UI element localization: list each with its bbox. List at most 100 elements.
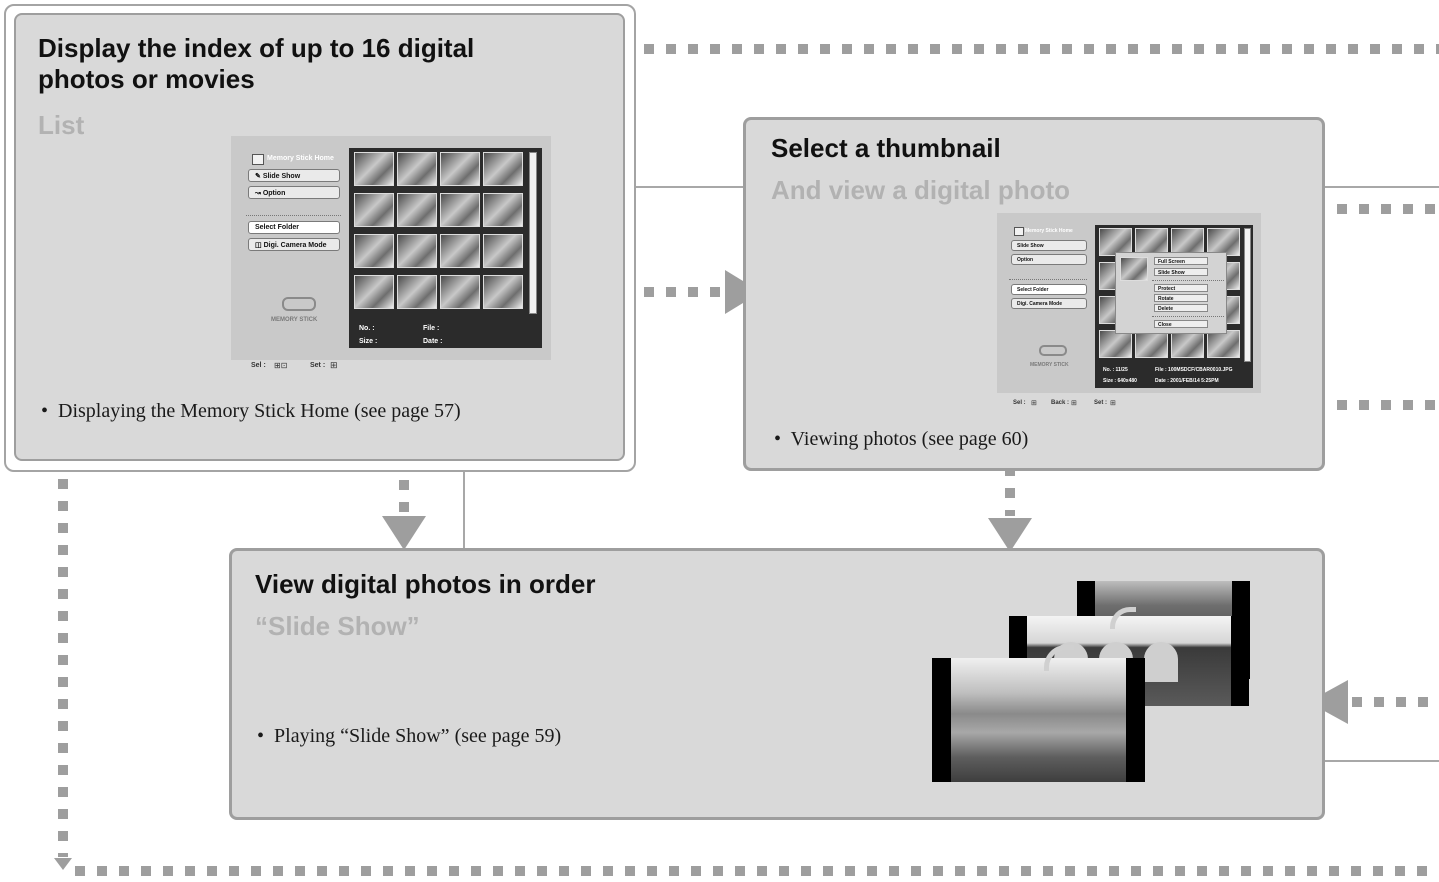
scrollbar[interactable] [529,152,537,314]
thumbnail-grid: No. : File : Size : Date : [349,148,542,348]
thumbnail[interactable] [1099,330,1132,358]
nav-hint-sel: Sel : [251,362,266,369]
memory-stick-home-label: Memory Stick Home [267,155,334,162]
arrow-corner-icon [54,858,72,870]
dashed-connector-bottom [75,866,1439,876]
thumbnail[interactable] [483,275,523,309]
slide-photo [951,658,1126,782]
thumbnail[interactable] [483,193,523,227]
info-file: File : 100MSDCF/CBAR0010.JPG [1155,367,1233,373]
arrow-down-icon [382,516,426,550]
thumbnail[interactable] [440,152,480,186]
thumbnail[interactable] [397,234,437,268]
thumbnail[interactable] [397,152,437,186]
memory-stick-logo-icon [282,297,316,311]
thumbnail[interactable] [483,234,523,268]
full-screen-menu-item[interactable]: Full Screen [1154,257,1208,265]
info-no: No. : [359,325,375,332]
thumbnail[interactable] [1171,330,1204,358]
delete-label: Delete [1158,306,1174,312]
option-label: Option [1017,257,1034,263]
thumbnail[interactable] [440,193,480,227]
curved-arrow-icon [1044,645,1074,671]
camera-mode-button[interactable]: Digi. Camera Mode [1011,298,1087,309]
thumbnail[interactable] [397,193,437,227]
thumbnail[interactable] [1135,330,1168,358]
slide-show-button[interactable]: ✎ Slide Show [248,169,340,182]
info-date: Date : 2001/FEB/14 5:25PM [1155,378,1219,384]
scrollbar[interactable] [1244,228,1251,362]
thumbnail[interactable] [1135,228,1168,256]
nav-hint-set: Set : [310,362,326,369]
camera-mode-label: Digi. Camera Mode [263,242,327,249]
thumbnail[interactable] [354,234,394,268]
dpad-icon: ⊞ [1071,400,1077,407]
rotate-label: Rotate [1158,296,1174,302]
select-folder-button[interactable]: Select Folder [1011,284,1087,295]
camera-icon: ◫ [255,242,264,249]
slideshow-panel-bullet: • Playing “Slide Show” (see page 59) [257,725,562,747]
info-file: File : [423,325,440,332]
thumbnail[interactable] [1099,228,1132,256]
thumbnail[interactable] [354,193,394,227]
rotate-menu-item[interactable]: Rotate [1154,294,1208,302]
curved-arrow-icon [1110,607,1136,629]
thumbnail[interactable] [354,152,394,186]
thumbnail[interactable] [354,275,394,309]
thumbnail[interactable] [1207,330,1240,358]
solid-connector-right-upper [1322,186,1439,188]
thumbnail[interactable] [397,275,437,309]
close-label: Close [1158,322,1172,328]
thumbnail[interactable] [440,275,480,309]
nav-hint-back: Back : [1051,400,1070,406]
dpad-icon: ⊞ [330,360,338,370]
thumbnail-panel-title: Select a thumbnail [771,133,1001,163]
dashed-arrow-list-to-slideshow [399,458,409,514]
memory-stick-logo-text: MEMORY STICK [271,317,318,323]
select-folder-label: Select Folder [1017,287,1049,293]
slideshow-panel: View digital photos in order “Slide Show… [229,548,1325,820]
solid-connector-list-slideshow [463,458,465,552]
select-folder-label: Select Folder [255,224,299,231]
dashed-connector-top [622,44,1439,54]
option-button[interactable]: Option [1011,254,1087,265]
dpad-icon: ⊞ [1031,400,1037,407]
option-label: Option [262,190,286,197]
dashed-arrow-thumbnail-to-slideshow [1005,466,1015,516]
info-size: Size : 640x480 [1103,378,1137,384]
list-panel-bullet-text: Displaying the Memory Stick Home (see pa… [58,400,461,422]
option-button[interactable]: ↝ Option [248,186,340,199]
full-screen-label: Full Screen [1158,259,1185,265]
menu-divider [1152,316,1224,317]
popup-slide-show-label: Slide Show [1158,270,1185,276]
info-size: Size : [359,338,378,345]
slide-show-label: Slide Show [1017,243,1044,249]
thumbnail[interactable] [1207,228,1240,256]
thumbnail-panel: Select a thumbnail And view a digital ph… [743,117,1325,471]
select-folder-button[interactable]: Select Folder [248,221,340,234]
list-panel-bullet: • Displaying the Memory Stick Home (see … [41,400,461,422]
slide-show-label: Slide Show [262,173,301,180]
thumbnail-panel-subtitle: And view a digital photo [771,175,1070,205]
slideshow-panel-title: View digital photos in order [255,569,596,599]
camera-mode-button[interactable]: ◫ Digi. Camera Mode [248,238,340,251]
list-panel-subtitle: List [38,110,85,140]
close-menu-item[interactable]: Close [1154,320,1208,328]
solid-connector-list-thumbnail [622,186,747,188]
thumbnail-panel-bullet-text: Viewing photos (see page 60) [790,428,1029,450]
thumbnail[interactable] [483,152,523,186]
delete-menu-item[interactable]: Delete [1154,304,1208,312]
context-menu: Full Screen Slide Show Protect Rotate De… [1115,252,1227,334]
slideshow-panel-bullet-text: Playing “Slide Show” (see page 59) [274,725,562,747]
thumbnail[interactable] [440,234,480,268]
slide-show-menu-item[interactable]: Slide Show [1154,268,1208,276]
photo-screen-mockup: Memory Stick Home Slide Show Option Sele… [997,213,1261,393]
menu-divider [1009,279,1087,280]
info-no: No. : 11/25 [1103,367,1128,373]
protect-menu-item[interactable]: Protect [1154,284,1208,292]
thumbnail-grid: Full Screen Slide Show Protect Rotate De… [1095,225,1253,388]
memory-stick-logo-text: MEMORY STICK [1030,362,1069,368]
protect-label: Protect [1158,286,1176,292]
bridge-arch [1144,642,1178,682]
slide-show-button[interactable]: Slide Show [1011,240,1087,251]
